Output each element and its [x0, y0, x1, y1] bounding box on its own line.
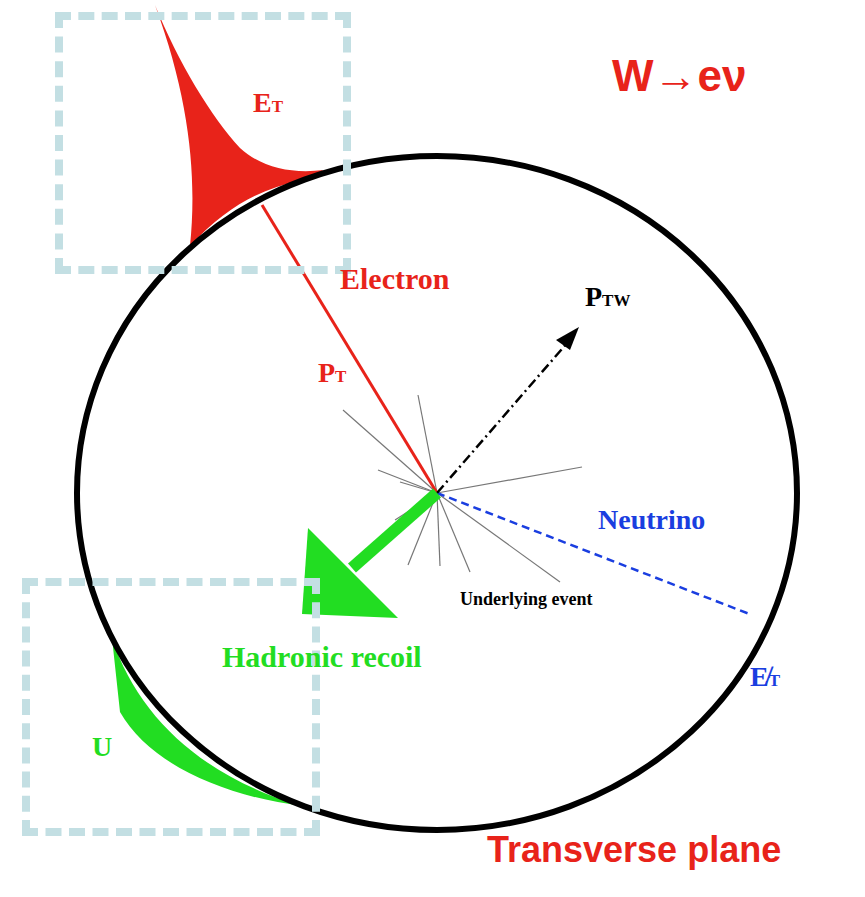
detector-circle — [77, 156, 797, 830]
diagram-label: Transverse plane — [487, 830, 781, 870]
recoil-arrow — [352, 493, 437, 568]
diagram-label: Underlying event — [458, 590, 595, 610]
region-label: U — [92, 732, 112, 763]
diagram-label: E̸T — [750, 662, 780, 693]
diagram-label: Electron — [340, 262, 449, 295]
diagram-label: Neutrino — [598, 505, 705, 536]
diagram-label: PTW — [585, 282, 630, 313]
diagram-label: W→eν — [612, 52, 746, 100]
dashed-region: U — [22, 578, 320, 836]
diagram-label: Hadronic recoil — [222, 640, 422, 673]
diagram-label: PT — [318, 358, 346, 389]
w-momentum-arrow — [437, 342, 568, 493]
region-label: ET — [253, 88, 283, 119]
arrowhead — [556, 327, 579, 350]
underlying-event-tracks — [343, 395, 582, 582]
dashed-region: ET — [55, 12, 351, 274]
neutrino-line — [437, 493, 752, 615]
